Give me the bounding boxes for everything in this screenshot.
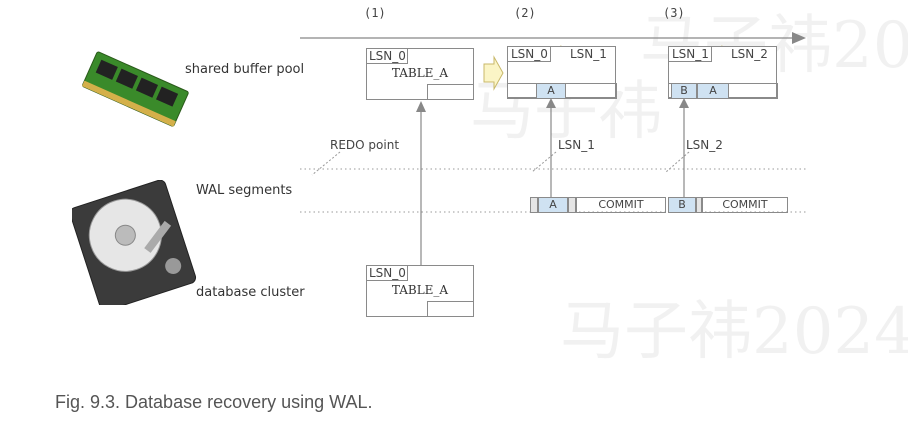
replay-arrowhead-2 bbox=[679, 98, 689, 108]
redo-point-label: REDO point bbox=[330, 138, 400, 152]
watermark-text: 马子祎2024 bbox=[560, 295, 908, 369]
wal-commit-record-1: COMMIT bbox=[576, 197, 666, 213]
page-lsn-new-field: LSN_1 bbox=[570, 47, 607, 61]
tuple-a-cell: A bbox=[536, 83, 566, 99]
wal-header-cell bbox=[696, 197, 702, 213]
step3-buffer-page: LSN_1 LSN_2 B A bbox=[668, 46, 778, 99]
wal-header-cell bbox=[530, 197, 538, 213]
wal-segment: A COMMIT B COMMIT bbox=[530, 197, 788, 214]
step-label-2: (2) bbox=[514, 6, 536, 20]
redo-point-leader bbox=[311, 151, 341, 176]
wal-header-cell bbox=[568, 197, 576, 213]
cluster-table-page: LSN_0 TABLE_A bbox=[366, 265, 474, 317]
step1-buffer-page: LSN_0 TABLE_A bbox=[366, 48, 474, 100]
tuple-b-cell: B bbox=[671, 83, 697, 99]
wal-record-a: A bbox=[538, 197, 568, 213]
wal-record-b: B bbox=[668, 197, 696, 213]
lsn2-label: LSN_2 bbox=[686, 138, 723, 152]
lsn1-label: LSN_1 bbox=[558, 138, 595, 152]
hard-disk-icon bbox=[72, 180, 197, 305]
figure-caption: Fig. 9.3. Database recovery using WAL. bbox=[55, 392, 373, 412]
page-lsn-old-field: LSN_1 bbox=[668, 46, 712, 62]
step-label-1: (1) bbox=[364, 6, 386, 20]
timeline-arrowhead bbox=[792, 32, 806, 44]
wal-commit-record-2: COMMIT bbox=[702, 197, 788, 213]
ram-module-icon bbox=[82, 51, 189, 127]
page-lsn-new-field: LSN_2 bbox=[731, 47, 768, 61]
page-lsn-field: LSN_0 bbox=[366, 48, 408, 64]
load-arrowhead bbox=[416, 101, 426, 112]
database-cluster-label: database cluster bbox=[196, 285, 305, 300]
step-label-3: (3) bbox=[663, 6, 685, 20]
page-table-name: TABLE_A bbox=[391, 66, 449, 80]
step2-buffer-page: LSN_0 LSN_1 A bbox=[507, 46, 617, 99]
wal-segments-label: WAL segments bbox=[196, 183, 293, 198]
replay-arrowhead-1 bbox=[546, 98, 556, 108]
page-lsn-old-field: LSN_0 bbox=[507, 46, 551, 62]
page-lsn-field: LSN_0 bbox=[366, 265, 408, 281]
page-empty-slot bbox=[427, 84, 474, 100]
tuple-a-cell: A bbox=[697, 83, 729, 99]
lsn1-leader bbox=[531, 151, 557, 173]
shared-buffer-pool-label: shared buffer pool bbox=[185, 62, 305, 77]
page-table-name: TABLE_A bbox=[391, 283, 449, 297]
page-empty-slot bbox=[427, 301, 474, 317]
lsn2-leader bbox=[665, 151, 690, 173]
block-arrow-icon bbox=[483, 55, 504, 91]
